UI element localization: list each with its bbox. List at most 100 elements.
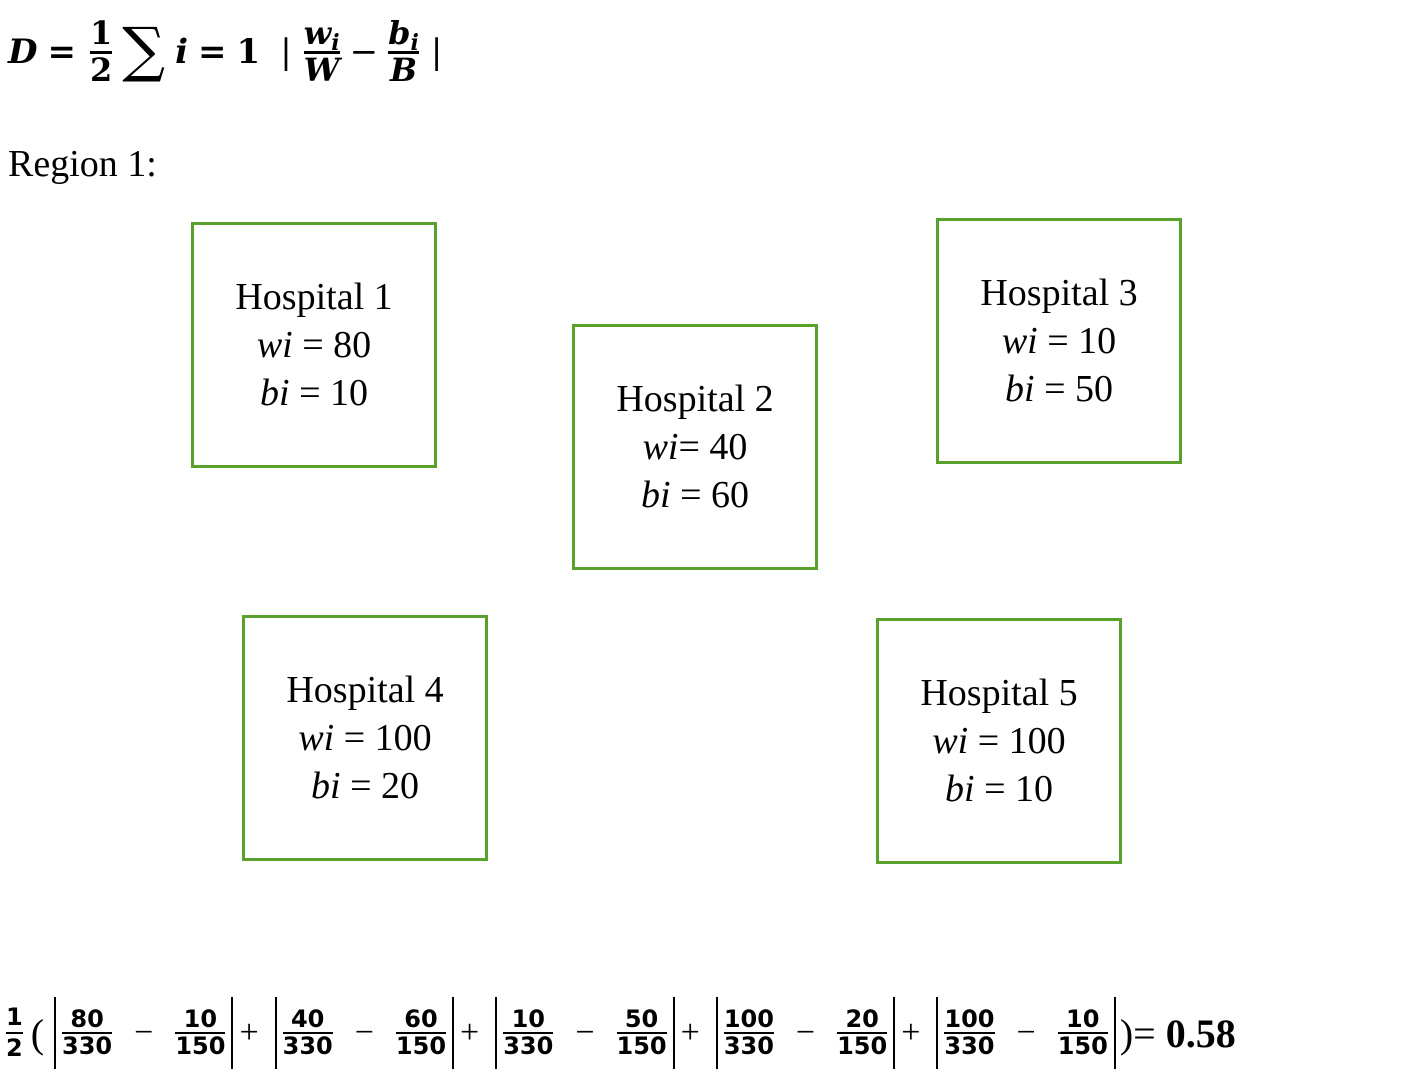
formula-abs-open: | (280, 32, 292, 72)
formula-b-symbol: b (388, 13, 411, 52)
calc-b-numerator: 20 (845, 1004, 879, 1033)
hospital-w-line: wi = 80 (257, 321, 371, 369)
hospital-box-2: Hospital 2 wi= 40 bi = 60 (572, 324, 818, 570)
hospital-box-1: Hospital 1 wi = 80 bi = 10 (191, 222, 437, 468)
calc-minus: − (134, 1014, 154, 1051)
w-label: wi (298, 717, 335, 759)
calc-minus: − (575, 1014, 595, 1051)
calc-result: )= 0.58 (1120, 1010, 1236, 1057)
abs-bar (495, 997, 498, 1069)
b-value: = 10 (974, 768, 1053, 810)
fraction-bar (62, 1032, 113, 1034)
b-value: = 60 (670, 474, 749, 516)
w-label: wi (932, 720, 969, 762)
formula-index-equals: = (198, 32, 227, 72)
summation-symbol: ∑ (122, 15, 166, 85)
calc-result-value: 0.58 (1165, 1010, 1236, 1056)
fraction-bar (1057, 1032, 1108, 1034)
fraction-bar (282, 1032, 333, 1034)
hospital-w-line: wi = 100 (932, 717, 1065, 765)
abs-bar (54, 997, 57, 1069)
dissimilarity-formula: D = 1 2 ∑ i = 1 | wi W − bi B | (8, 2, 450, 102)
fraction-bar (89, 50, 113, 54)
w-label: wi (642, 426, 679, 468)
calc-half-fraction: 1 2 (6, 1004, 23, 1061)
hospital-b-line: bi = 10 (260, 369, 368, 417)
calc-plus: + (680, 1014, 700, 1051)
fraction-bar (395, 1032, 447, 1034)
calc-minus: − (354, 1014, 374, 1051)
fraction-bar (6, 1032, 23, 1034)
hospital-name: Hospital 3 (980, 272, 1138, 314)
fraction-bar (616, 1032, 667, 1034)
w-value: = 80 (292, 324, 372, 366)
calc-w-denominator: 330 (282, 1032, 333, 1060)
calc-b-numerator: 60 (404, 1004, 438, 1033)
calc-w-numerator: 40 (290, 1004, 325, 1033)
hospital-box-4: Hospital 4 wi = 100 bi = 20 (242, 615, 488, 861)
b-label: bi (260, 372, 290, 414)
calc-b-denominator: 150 (837, 1032, 888, 1060)
calc-plus: + (460, 1014, 480, 1051)
fraction-bar (837, 1032, 888, 1034)
abs-bar (231, 997, 234, 1069)
hospital-b-line: bi = 60 (641, 471, 749, 519)
abs-bar (274, 997, 277, 1069)
calc-b-denominator: 150 (1057, 1032, 1108, 1060)
fraction-bar (723, 1032, 774, 1034)
w-value: = 40 (678, 426, 748, 468)
hospital-name: Hospital 5 (920, 672, 1078, 714)
region-label: Region 1: (8, 143, 157, 185)
calc-w-denominator: 330 (723, 1032, 774, 1060)
fraction-bar (503, 1032, 554, 1034)
hospital-box-5: Hospital 5 wi = 100 bi = 10 (876, 618, 1122, 864)
fraction-bar (944, 1032, 995, 1034)
formula-half-fraction: 1 2 (89, 13, 113, 89)
b-value: = 10 (289, 372, 368, 414)
hospital-b-line: bi = 20 (311, 762, 419, 810)
formula-half-numerator: 1 (89, 13, 113, 52)
calc-w-denominator: 330 (944, 1032, 995, 1060)
w-label: wi (1001, 320, 1038, 362)
hospital-b-line: bi = 10 (945, 765, 1053, 813)
formula-index-start: 1 (236, 32, 261, 72)
abs-bar (452, 997, 455, 1069)
calc-w-numerator: 100 (723, 1004, 774, 1033)
w-value: = 100 (968, 720, 1066, 762)
calc-w-numerator: 100 (944, 1004, 995, 1033)
hospital-w-line: wi= 40 (643, 423, 748, 471)
calc-w-denominator: 330 (62, 1032, 113, 1060)
formula-b-subscript: i (410, 29, 419, 56)
calc-b-numerator: 10 (183, 1004, 218, 1033)
b-value: = 20 (340, 765, 419, 807)
calc-open-paren: ( (30, 1010, 45, 1056)
calc-b-numerator: 50 (624, 1004, 659, 1033)
formula-w-numerator: wi (304, 16, 340, 54)
w-label: wi (256, 324, 293, 366)
calc-b-numerator: 10 (1066, 1004, 1100, 1033)
calc-w-numerator: 10 (511, 1004, 545, 1033)
b-value: = 50 (1034, 368, 1113, 410)
calc-plus: + (239, 1014, 259, 1051)
formula-b-numerator: bi (388, 13, 419, 54)
formula-half-denominator: 2 (89, 50, 113, 89)
calc-b-denominator: 150 (175, 1032, 226, 1060)
formula-abs-close: | (430, 32, 443, 72)
abs-bar (893, 997, 896, 1069)
fraction-bar (175, 1032, 226, 1034)
calc-w-numerator: 80 (70, 1004, 104, 1033)
abs-bar (1113, 997, 1116, 1069)
